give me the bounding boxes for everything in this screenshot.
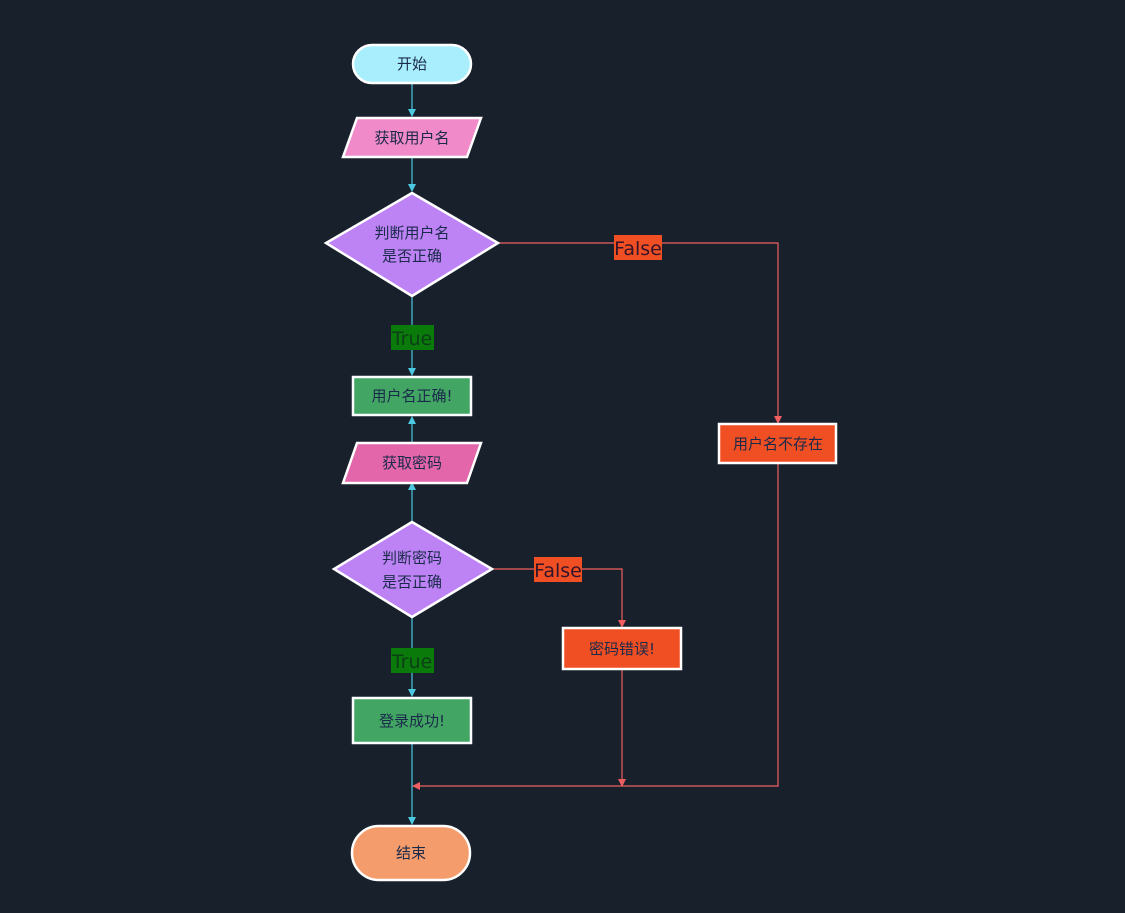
svg-text:判断密码: 判断密码 [382,549,442,567]
svg-text:False: False [614,238,662,260]
svg-text:获取密码: 获取密码 [382,454,442,472]
svg-text:判断用户名: 判断用户名 [374,224,449,242]
svg-text:登录成功!: 登录成功! [379,712,445,730]
node-password-error[interactable]: 密码错误! [561,626,683,671]
node-get-username[interactable]: 获取用户名 [341,116,483,159]
svg-text:是否正确: 是否正确 [382,247,442,265]
label-username-false: False [614,235,662,260]
node-username-ok[interactable]: 用户名正确! [351,375,473,417]
node-start[interactable]: 开始 [351,43,473,85]
svg-text:结束: 结束 [396,844,426,862]
svg-text:获取用户名: 获取用户名 [374,129,449,147]
node-check-password[interactable]: 判断密码 是否正确 [331,520,495,619]
label-password-true: True [391,648,434,673]
label-password-false: False [534,557,582,582]
node-check-username[interactable]: 判断用户名 是否正确 [323,191,501,298]
node-get-password[interactable]: 获取密码 [341,441,483,485]
edge-check-username-false [498,242,782,424]
node-username-not-exist[interactable]: 用户名不存在 [717,422,838,465]
svg-text:True: True [391,328,432,350]
svg-text:False: False [534,560,582,582]
svg-text:用户名正确!: 用户名正确! [371,387,452,405]
label-username-true: True [391,325,434,350]
svg-text:用户名不存在: 用户名不存在 [733,435,823,453]
edges-false-branches [412,242,782,790]
svg-text:True: True [391,651,432,673]
node-end[interactable]: 结束 [350,824,472,882]
svg-text:是否正确: 是否正确 [382,573,442,591]
edge-username-not-exist-to-merge [412,463,779,790]
svg-text:密码错误!: 密码错误! [589,640,655,658]
svg-text:开始: 开始 [397,55,427,73]
node-login-success[interactable]: 登录成功! [351,696,473,745]
